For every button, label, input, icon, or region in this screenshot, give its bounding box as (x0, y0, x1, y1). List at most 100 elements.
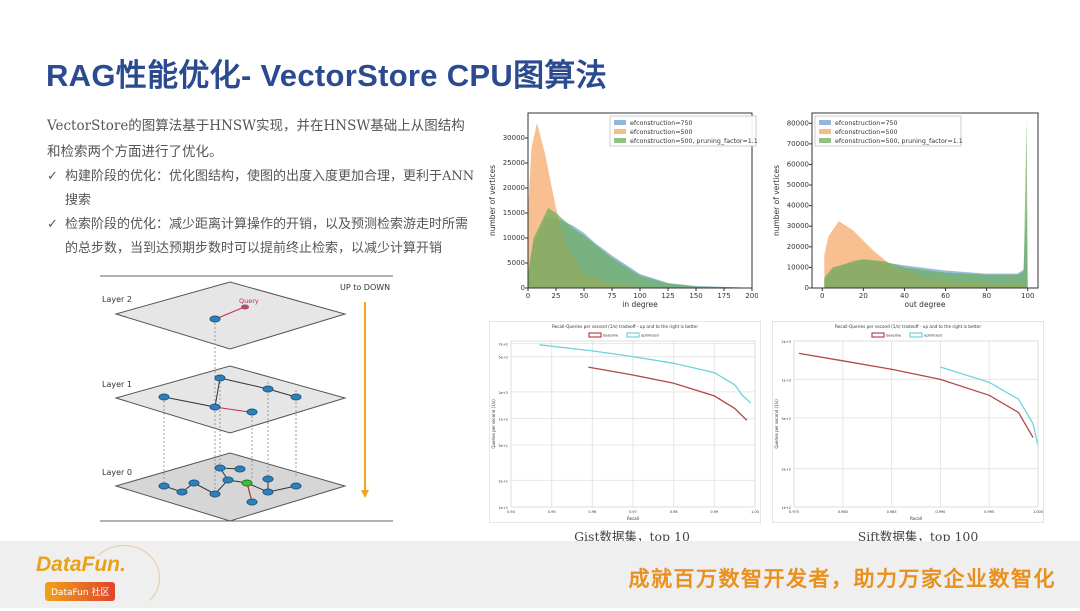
layer-0-label: Layer 0 (102, 468, 132, 477)
plot-area (527, 112, 753, 289)
x-tick-label: 0.990 (935, 510, 945, 514)
layer-0-plane (114, 452, 347, 522)
layer-links (163, 319, 297, 494)
y-tick-label: 1e+1 (498, 506, 508, 510)
legend-swatch (819, 129, 831, 134)
y-tick-label: 80000 (787, 119, 809, 127)
legend-label: optimized (641, 334, 659, 338)
intro-text: VectorStore的图算法基于HNSW实现，并在HNSW基础上从图结构和检索… (47, 118, 465, 160)
search-arrow (214, 406, 250, 413)
y-tick-label: 20000 (787, 243, 809, 251)
legend-swatch (614, 138, 626, 143)
x-tick-label: 0.97 (629, 510, 637, 514)
series-line-baseline (798, 352, 1034, 438)
layer-1-label: Layer 1 (102, 380, 132, 389)
chart-title: Recall-Queries per second (1/s) tradeoff… (552, 324, 698, 329)
direction-label: UP to DOWN (340, 283, 390, 292)
check-icon: ✓ (47, 217, 58, 232)
x-tick-label: 0.96 (588, 510, 596, 514)
y-tick-label: 30000 (503, 134, 525, 142)
chart-frame (489, 321, 761, 523)
x-tick-label: 1.00 (751, 510, 759, 514)
y-tick-label: 50000 (787, 181, 809, 189)
layer-2-label: Layer 2 (102, 295, 132, 304)
y-tick-label: 2e+2 (781, 468, 791, 472)
legend-swatch (626, 332, 640, 338)
query-arrow (217, 307, 243, 319)
y-tick-label: 70000 (787, 140, 809, 148)
x-tick-label: 20 (859, 292, 868, 300)
bullet-build: ✓构建阶段的优化：优化图结构，使图的出度入度更加合理，更利于ANN 搜索 (47, 165, 477, 213)
legend-swatch (909, 332, 923, 338)
plot-area (811, 112, 1039, 289)
x-tick-label: 150 (689, 292, 702, 300)
y-tick-label: 1e+2 (781, 506, 791, 510)
legend-label: efconstruction=500, pruning_factor=1.1 (835, 138, 963, 145)
slogan: 成就百万数智开发者，助力万家企业数智化 (628, 567, 1056, 591)
y-tick-label: 5e+1 (498, 444, 508, 448)
x-axis-label: in degree (622, 300, 658, 309)
bullet-text: 检索阶段的优化：减少距离计算操作的开销，以及预测检索游走时所需的总步数，当到达预… (65, 217, 469, 256)
y-tick-label: 15000 (503, 209, 525, 217)
x-tick-label: 50 (580, 292, 589, 300)
y-tick-label: 60000 (787, 160, 809, 168)
y-axis-label: Queries per second (1/s) (774, 399, 779, 449)
series-line-optimized (940, 366, 1039, 447)
y-tick-label: 1e+3 (781, 378, 791, 382)
hnsw-diagram: Layer 2 Layer 1 Layer 0 Query UP to DOWN (97, 272, 397, 524)
x-tick-label: 60 (941, 292, 950, 300)
y-axis-label: number of vertices (488, 165, 497, 236)
legend-swatch (819, 138, 831, 143)
plot-area (510, 340, 756, 508)
y-tick-label: 10000 (787, 263, 809, 271)
x-tick-label: 0 (526, 292, 530, 300)
x-tick-label: 100 (633, 292, 646, 300)
y-tick-label: 0 (521, 284, 525, 292)
x-tick-label: 0.94 (507, 510, 516, 514)
legend-label: baseline (886, 334, 902, 338)
logo-badge: DataFun 社区 (45, 582, 116, 601)
y-tick-label: 2e+1 (498, 479, 508, 483)
y-tick-label: 5000 (507, 259, 525, 267)
legend-swatch (614, 129, 626, 134)
y-tick-label: 20000 (503, 184, 525, 192)
histogram-series-2 (528, 208, 752, 288)
series-line-baseline (588, 366, 748, 421)
y-tick-label: 25000 (503, 159, 525, 167)
x-tick-label: 0.980 (838, 510, 848, 514)
y-tick-label: 2e+2 (498, 391, 508, 395)
out-degree-histogram: 0100002000030000400005000060000700008000… (770, 106, 1044, 310)
x-tick-label: 175 (717, 292, 730, 300)
gist-caption: Gist数据集，top 10 (574, 529, 690, 544)
legend (609, 115, 757, 147)
slide-title: RAG性能优化- VectorStore CPU图算法 (46, 58, 607, 93)
sift-caption: Sift数据集，top 100 (857, 529, 979, 544)
logo-arc (88, 545, 160, 611)
y-tick-label: 0 (805, 284, 809, 292)
legend (814, 115, 962, 147)
query-node (241, 304, 249, 310)
plot-area (793, 340, 1039, 508)
series-line-optimized (539, 344, 752, 404)
x-tick-label: 1.000 (1033, 510, 1043, 514)
bullet-search: ✓ 检索阶段的优化：减少距离计算操作的开销，以及预测检索游走时所需的总步数，当到达… (47, 213, 477, 261)
x-axis-label: Recall (910, 516, 922, 521)
x-tick-label: 80 (982, 292, 991, 300)
y-tick-label: 5e+2 (781, 417, 791, 421)
datafun-logo: DataFun. DataFun 社区 (28, 545, 160, 611)
chart-title: Recall-Queries per second (1/s) tradeoff… (835, 324, 981, 329)
histogram-series-2 (824, 119, 1028, 288)
legend-label: baseline (603, 334, 619, 338)
check-icon: ✓ (47, 169, 58, 184)
y-axis-label: number of vertices (772, 165, 781, 236)
x-tick-label: 125 (661, 292, 674, 300)
query-label: Query (239, 297, 259, 305)
x-tick-label: 0.995 (984, 510, 994, 514)
legend-label: optimized (924, 334, 942, 338)
logo-text: DataFun. (36, 553, 126, 576)
footer (0, 541, 1080, 608)
x-tick-label: 0.95 (548, 510, 556, 514)
legend-label: efconstruction=500 (630, 129, 693, 136)
x-tick-label: 0.975 (789, 510, 799, 514)
